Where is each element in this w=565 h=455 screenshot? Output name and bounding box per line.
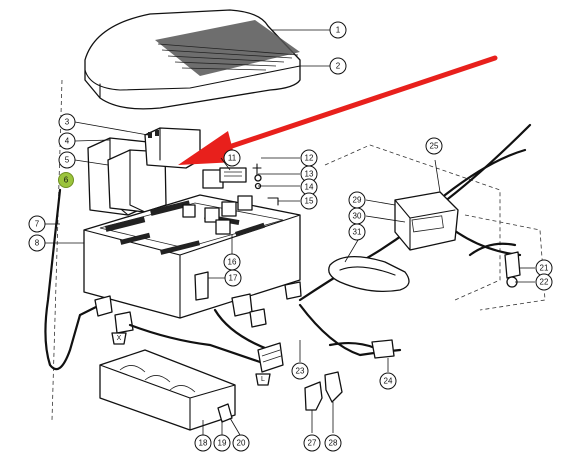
wire-loop-left <box>44 188 102 371</box>
control-module <box>394 191 459 251</box>
callout-7: 7 <box>28 215 46 233</box>
bracket-part-17 <box>194 271 209 301</box>
svg-text:28: 28 <box>329 439 338 448</box>
callout-28: 28 <box>324 434 342 452</box>
highlighted-part-6 <box>58 172 74 188</box>
svg-text:16: 16 <box>228 258 237 267</box>
callout-31: 31 <box>348 223 366 241</box>
callout-6: 6 <box>64 176 69 185</box>
top-cover <box>84 9 301 110</box>
red-pointer-arrow <box>178 55 498 165</box>
box-relays <box>182 195 253 235</box>
svg-text:5: 5 <box>65 156 70 165</box>
svg-text:3: 3 <box>65 118 70 127</box>
svg-text:11: 11 <box>228 154 237 163</box>
svg-text:20: 20 <box>237 439 246 448</box>
harness-plugs <box>231 281 302 328</box>
leader-lines <box>45 29 535 436</box>
svg-text:27: 27 <box>308 439 317 448</box>
svg-text:24: 24 <box>384 377 393 386</box>
connector-x <box>94 295 134 334</box>
svg-text:15: 15 <box>305 197 314 206</box>
clip-part-28 <box>324 371 343 403</box>
callout-12: 12 <box>300 149 318 167</box>
svg-text:X: X <box>117 335 122 342</box>
svg-text:31: 31 <box>353 228 362 237</box>
small-fasteners <box>252 163 279 206</box>
callout-23: 23 <box>291 362 309 380</box>
callout-17: 17 <box>224 269 242 287</box>
svg-text:25: 25 <box>430 142 439 151</box>
callout-5: 5 <box>58 151 76 169</box>
callout-14: 14 <box>300 178 318 196</box>
callout-20: 20 <box>232 434 250 452</box>
callout-18: 18 <box>194 434 212 452</box>
callout-8: 8 <box>28 234 46 252</box>
callout-30: 30 <box>348 207 366 225</box>
svg-text:1: 1 <box>336 26 341 35</box>
svg-text:22: 22 <box>540 278 549 287</box>
svg-text:30: 30 <box>353 212 362 221</box>
callout-11: 11 <box>223 149 241 167</box>
bracket-part-27 <box>304 381 323 411</box>
svg-text:17: 17 <box>229 274 238 283</box>
callout-3: 3 <box>58 113 76 131</box>
plug-part-24 <box>328 339 395 359</box>
callout-19: 19 <box>213 434 231 452</box>
svg-text:13: 13 <box>305 170 314 179</box>
callout-16: 16 <box>223 253 241 271</box>
svg-text:29: 29 <box>353 196 362 205</box>
harness-lower <box>128 323 262 364</box>
svg-text:14: 14 <box>305 183 314 192</box>
callout-24: 24 <box>379 372 397 390</box>
connector-tag-l: L <box>255 373 271 386</box>
harness-mid <box>213 308 272 352</box>
callout-4: 4 <box>58 132 76 150</box>
callout-29: 29 <box>348 191 366 209</box>
main-box <box>83 194 301 319</box>
callout-25: 25 <box>425 137 443 155</box>
callout-2: 2 <box>329 57 347 75</box>
connector-tag-x: X <box>111 332 127 345</box>
callout-27: 27 <box>303 434 321 452</box>
svg-text:2: 2 <box>336 62 341 71</box>
svg-text:7: 7 <box>35 220 40 229</box>
cover-grille <box>155 20 300 76</box>
callout-1: 1 <box>329 21 347 39</box>
dashed-boundary-right <box>464 214 546 311</box>
svg-text:L: L <box>261 376 265 383</box>
svg-text:19: 19 <box>218 439 227 448</box>
svg-text:8: 8 <box>35 239 40 248</box>
connector-l <box>257 342 284 373</box>
sensor-part-21 <box>468 242 521 288</box>
svg-text:18: 18 <box>199 439 208 448</box>
cable-branch-top <box>443 148 527 197</box>
relay-cluster <box>87 127 201 216</box>
tray-part-18 <box>99 349 236 431</box>
svg-text:23: 23 <box>296 367 305 376</box>
callout-15: 15 <box>300 192 318 210</box>
relay-part-11 <box>202 167 247 189</box>
svg-text:21: 21 <box>540 264 549 273</box>
grommet-loop <box>328 256 410 293</box>
callout-22: 22 <box>535 273 553 291</box>
svg-text:6: 6 <box>64 176 69 185</box>
svg-text:12: 12 <box>305 154 314 163</box>
svg-text:4: 4 <box>65 137 70 146</box>
